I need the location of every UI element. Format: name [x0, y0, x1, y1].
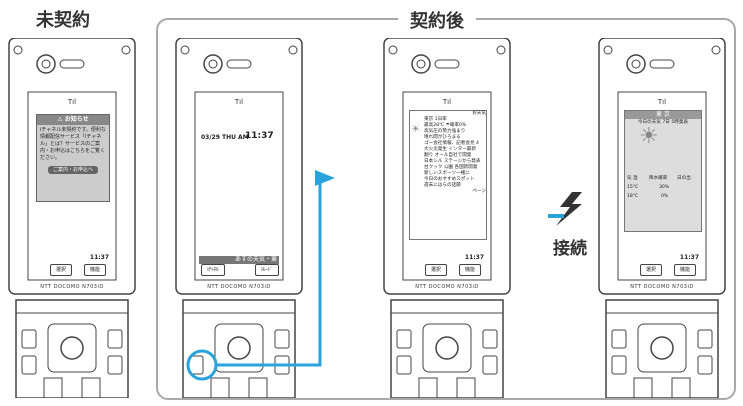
ticker-bar: あすの天気・東 — [199, 256, 279, 264]
phone-brand: NTT DOCOMO N703iD — [415, 284, 479, 290]
clock: 11:37 — [464, 254, 484, 261]
notice-dialog: ⚠ お知らせ iチャネル未契約です。便利な情報配信サービス「iチャネル」とは？サ… — [36, 114, 110, 202]
guide-apply-button[interactable]: ご案内・お申込へ — [48, 166, 98, 174]
ichannel-key-highlight — [186, 349, 218, 381]
ticker-text: あすの天気・東 — [234, 256, 277, 263]
phone-ichannel-list: Tıl お天気 東京 1日率 最高28℃ ☂確率0% 高気圧の勢力強まり 晴れ間… — [383, 38, 511, 398]
list-item[interactable]: ゴー会社情報、記者会見 4 — [424, 141, 479, 146]
softkey-bar: iﾁｬﾈﾙ iﾓｰﾄﾞ — [201, 264, 279, 276]
menu-softkey[interactable]: 機能 — [459, 264, 481, 276]
uncontracted-label: 未契約 — [36, 10, 90, 31]
list-item[interactable]: 翻り オール自社で開発 — [424, 153, 472, 158]
arrow-head-icon — [315, 170, 335, 186]
signal-indicator: Tıl — [234, 98, 244, 106]
list-item[interactable]: 日本シル ステージから発表 — [424, 159, 481, 164]
flow-arrow — [186, 177, 330, 381]
connect-label: 接続 — [553, 239, 587, 259]
screen-weather-detail: Tıl 東 京 今日の天気 7日 5時発表 ☀ 気 温 降水確率 日の出 15℃… — [622, 96, 702, 276]
select-softkey[interactable]: 選択 — [425, 264, 447, 276]
list-item[interactable]: 新しいスポーツ一緒に — [424, 171, 470, 176]
imode-softkey[interactable]: iﾓｰﾄﾞ — [255, 264, 279, 276]
channel-list: お天気 東京 1日率 最高28℃ ☂確率0% 高気圧の勢力強まり 晴れ間がひろま… — [409, 110, 487, 240]
phone-standby: Tıl 03/29 THU AM 11:37 あすの天気・東 iﾁｬﾈﾙ iﾓｰ… — [175, 38, 303, 398]
page-indicator: ページ — [472, 189, 486, 194]
lightning-icon — [548, 192, 582, 226]
list-item[interactable]: 今日のおすすめスポット — [424, 177, 475, 182]
forecast-time: 今日の天気 7日 5時発表 — [637, 120, 689, 125]
phone-brand: NTT DOCOMO N703iD — [207, 284, 271, 290]
list-item[interactable]: 大火災発生 インター最新 — [424, 147, 476, 152]
notice-dialog-text: iチャネル未契約です。便利な情報配信サービス「iチャネル」とは？サービスのご案内… — [40, 127, 106, 161]
clock-large: 11:37 — [245, 131, 274, 141]
clock: 11:37 — [89, 254, 109, 261]
screen-standby: Tıl 03/29 THU AM 11:37 あすの天気・東 iﾁｬﾈﾙ iﾓｰ… — [199, 96, 279, 276]
weather-panel: 東 京 今日の天気 7日 5時発表 ☀ 気 温 降水確率 日の出 15℃ 30%… — [624, 110, 702, 232]
sun-icon: ☀ — [411, 124, 420, 135]
sunrise-label: 日の出 — [677, 176, 691, 181]
menu-softkey[interactable]: 機能 — [84, 264, 106, 276]
ichannel-softkey[interactable]: iﾁｬﾈﾙ — [201, 264, 225, 276]
phone-weather-detail: Tıl 東 京 今日の天気 7日 5時発表 ☀ 気 温 降水確率 日の出 15℃… — [598, 38, 726, 398]
phone-brand: NTT DOCOMO N703iD — [40, 284, 104, 290]
city-name: 東 京 — [625, 111, 701, 119]
temp-low: 18℃ — [627, 194, 639, 199]
menu-softkey[interactable]: 機能 — [674, 264, 696, 276]
list-header: お天気 — [472, 111, 486, 116]
temp-high: 15℃ — [627, 185, 639, 190]
rain-label: 降水確率 — [649, 176, 668, 181]
phone-brand: NTT DOCOMO N703iD — [630, 284, 694, 290]
softkey-bar: 選択 機能 — [409, 264, 485, 276]
list-item[interactable]: 台クック 公園 各国新開発 — [424, 165, 478, 170]
contracted-label: 契約後 — [398, 7, 476, 33]
notice-dialog-title: ⚠ お知らせ — [37, 115, 109, 125]
temp-label: 気 温 — [627, 176, 638, 181]
signal-indicator: Tıl — [67, 98, 77, 106]
softkey-bar: 選択 機能 — [34, 264, 110, 276]
select-softkey[interactable]: 選択 — [640, 264, 662, 276]
sun-icon: ☀ — [639, 124, 659, 149]
date-display: 03/29 THU AM — [201, 134, 249, 141]
list-item[interactable]: 東京 1日率 — [424, 117, 447, 122]
signal-indicator: Tıl — [657, 98, 667, 106]
signal-indicator: Tıl — [442, 98, 452, 106]
list-item[interactable]: 晴れ間がひろまる — [424, 135, 461, 140]
phone-uncontracted: Tıl ⚠ お知らせ iチャネル未契約です。便利な情報配信サービス「iチャネル」… — [8, 38, 136, 398]
list-item[interactable]: 週末にはらの話題 — [424, 183, 461, 188]
rain-pm: 0% — [661, 194, 669, 199]
list-item[interactable]: 高気圧の勢力強まり — [424, 129, 466, 134]
rain-am: 30% — [659, 185, 670, 190]
softkey-bar: 選択 機能 — [624, 264, 700, 276]
screen-ichannel-list: Tıl お天気 東京 1日率 最高28℃ ☂確率0% 高気圧の勢力強まり 晴れ間… — [407, 96, 487, 276]
screen-uncontracted: Tıl ⚠ お知らせ iチャネル未契約です。便利な情報配信サービス「iチャネル」… — [32, 96, 112, 276]
select-softkey[interactable]: 選択 — [50, 264, 72, 276]
list-item[interactable]: 最高28℃ ☂確率0% — [424, 123, 467, 128]
clock: 11:37 — [679, 254, 699, 261]
